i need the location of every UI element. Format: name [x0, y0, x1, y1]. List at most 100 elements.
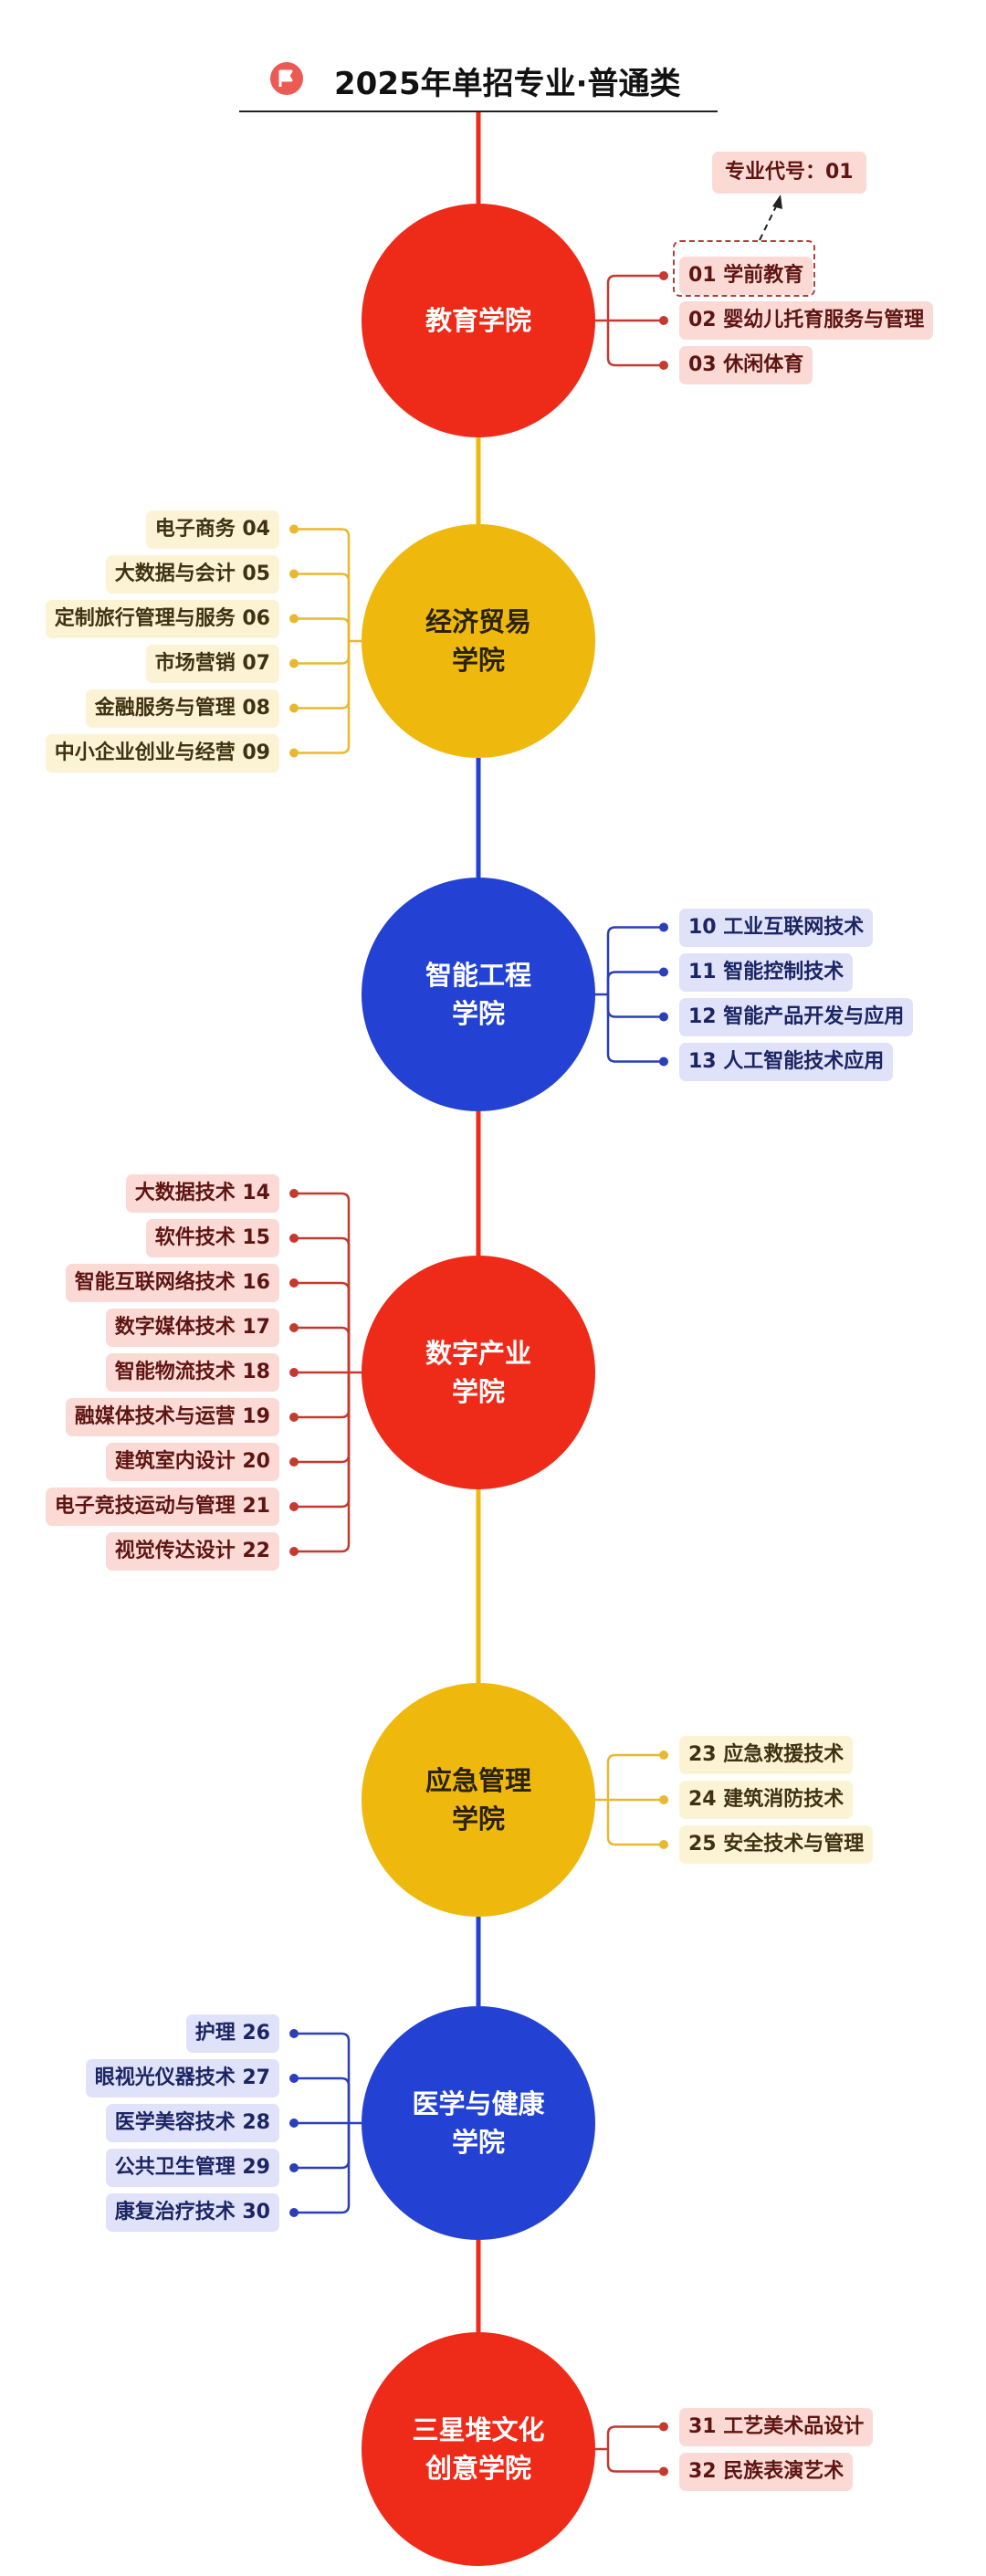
branch-connector — [294, 641, 351, 710]
major-tag: 电子竞技运动与管理 21 — [45, 1488, 279, 1526]
branch-connector — [606, 2449, 664, 2473]
branch-dot — [659, 2422, 668, 2432]
page-title: 2025年单招专业·普通类 — [334, 66, 681, 102]
branch-connector — [606, 994, 664, 1018]
branch-dot — [289, 748, 299, 758]
arrow-head-icon — [772, 195, 782, 209]
college-name: 应急管理 — [425, 1765, 531, 1796]
branch-connector — [294, 1372, 351, 1509]
branch-connector — [606, 2425, 664, 2449]
major-tag: 02 婴幼儿托育服务与管理 — [679, 301, 934, 340]
major-tag: 建筑室内设计 20 — [105, 1443, 279, 1481]
college-name: 数字产业 — [425, 1338, 531, 1369]
major-tag: 金融服务与管理 08 — [85, 689, 279, 728]
major-code-annotation: 专业代号：01 — [712, 152, 866, 194]
major-tag: 24 建筑消防技术 — [679, 1781, 854, 1819]
branch-dot — [659, 316, 668, 325]
major-tag: 软件技术 15 — [145, 1219, 279, 1257]
branch-dot — [659, 1057, 668, 1067]
major-tag: 护理 26 — [185, 2014, 279, 2053]
branch-dot — [289, 1457, 299, 1467]
branch-connector — [294, 641, 351, 665]
flag-icon — [270, 62, 303, 95]
major-tag: 25 安全技术与管理 — [679, 1825, 874, 1864]
branch-connector — [294, 1236, 351, 1372]
college-node: 应急管理学院 — [362, 1683, 595, 1917]
college-node: 医学与健康学院 — [362, 2006, 595, 2240]
major-tag: 定制旅行管理与服务 06 — [45, 599, 279, 638]
major-tag: 康复治疗技术 30 — [105, 2193, 279, 2232]
branch-connector — [606, 1753, 664, 1800]
branch-connector — [606, 994, 664, 1063]
branch-dot — [289, 2208, 299, 2217]
branch-dot — [659, 1012, 668, 1022]
college-name: 学院 — [451, 645, 505, 676]
branch-connector — [294, 617, 351, 641]
branch-dot — [659, 271, 668, 280]
college-name: 教育学院 — [425, 305, 531, 336]
branch-dot — [659, 1840, 668, 1849]
college-name: 医学与健康 — [412, 2088, 545, 2119]
annotation-arrow — [759, 202, 779, 241]
college-node: 三星堆文化创意学院 — [362, 2332, 595, 2566]
branch-connector — [294, 641, 351, 754]
major-tag: 31 工艺美术品设计 — [679, 2407, 874, 2446]
major-tag: 电子商务 04 — [145, 510, 279, 549]
college-node: 智能工程学院 — [362, 878, 595, 1111]
branch-dot — [289, 2074, 299, 2083]
branch-dot — [659, 1795, 668, 1804]
major-tag: 大数据技术 14 — [125, 1174, 279, 1213]
branch-dot — [659, 922, 668, 932]
major-tag: 视觉传达设计 22 — [105, 1532, 279, 1571]
branch-dot — [289, 614, 299, 624]
college-name: 学院 — [451, 998, 505, 1029]
college-name: 学院 — [451, 2127, 505, 2158]
branch-connector — [294, 1192, 351, 1372]
branch-connector — [294, 2032, 351, 2123]
branch-dot — [289, 569, 299, 579]
branch-dot — [289, 524, 299, 534]
branch-connector — [294, 2123, 351, 2214]
branch-dot — [289, 1547, 299, 1556]
branch-dot — [289, 2119, 299, 2128]
college-node: 经济贸易学院 — [362, 524, 595, 758]
college-name: 学院 — [451, 1803, 505, 1835]
branch-connector — [294, 2123, 351, 2170]
college-node: 数字产业学院 — [362, 1256, 595, 1489]
major-tag: 11 智能控制技术 — [679, 952, 854, 992]
branch-connector — [294, 1281, 351, 1372]
branch-dot — [289, 1368, 299, 1377]
branch-dot — [289, 658, 299, 668]
college-name: 智能工程 — [425, 960, 531, 991]
major-tag: 融媒体技术与运营 19 — [65, 1398, 279, 1436]
branch-dot — [289, 2029, 299, 2038]
college-name: 学院 — [451, 1376, 505, 1407]
branch-connector — [606, 1800, 664, 1846]
college-name: 经济贸易 — [425, 606, 531, 637]
branch-connector — [606, 971, 664, 994]
college-name: 三星堆文化 — [412, 2414, 545, 2445]
major-tag: 医学美容技术 28 — [105, 2104, 279, 2142]
branch-dot — [289, 1234, 299, 1243]
branch-connector — [294, 1372, 351, 1419]
college-node: 教育学院 — [362, 204, 595, 437]
major-tag: 13 人工智能技术应用 — [679, 1042, 894, 1081]
major-tag: 32 民族表演艺术 — [679, 2452, 854, 2491]
branch-connector — [294, 1372, 351, 1553]
major-tag: 市场营销 07 — [145, 644, 279, 683]
college-name: 创意学院 — [425, 2453, 531, 2484]
major-tag: 03 休闲体育 — [679, 346, 813, 384]
branch-dot — [289, 1323, 299, 1332]
branch-connector — [606, 274, 664, 321]
branch-dot — [289, 1413, 299, 1422]
major-tag: 01 学前教育 — [679, 257, 813, 295]
branch-dot — [659, 361, 668, 370]
major-tag: 智能物流技术 18 — [105, 1353, 279, 1392]
major-tag: 公共卫生管理 29 — [105, 2149, 279, 2187]
branch-connector — [606, 926, 664, 994]
major-tag: 中小企业创业与经营 09 — [45, 733, 279, 773]
branch-dot — [289, 1502, 299, 1511]
major-tag: 23 应急救援技术 — [679, 1736, 854, 1774]
branch-dot — [289, 1189, 299, 1198]
